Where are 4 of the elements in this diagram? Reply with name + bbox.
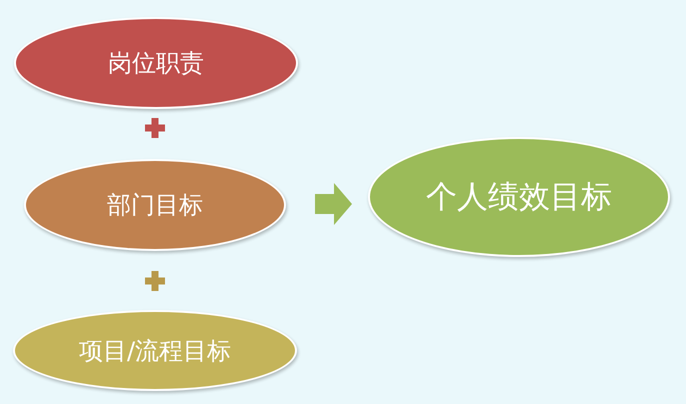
node-label: 项目/流程目标 xyxy=(78,336,232,366)
node-label: 部门目标 xyxy=(107,190,203,221)
node-label: 岗位职责 xyxy=(108,48,204,79)
node-label: 个人绩效目标 xyxy=(426,178,612,217)
